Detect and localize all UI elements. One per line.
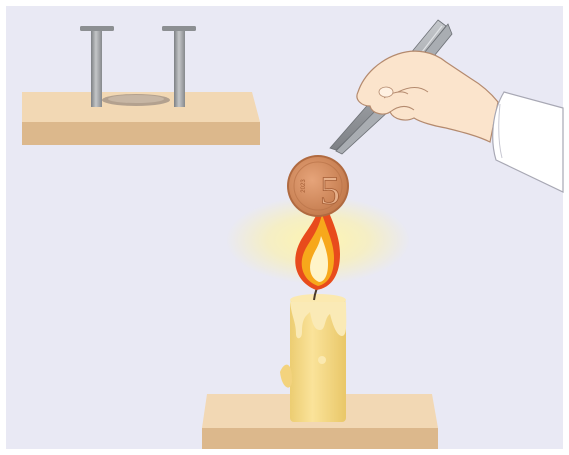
nail-board bbox=[22, 92, 260, 145]
coin: 5 2023 bbox=[287, 155, 349, 217]
coin-inscription: 2023 bbox=[301, 179, 307, 193]
coin-denomination: 5 bbox=[320, 168, 340, 213]
